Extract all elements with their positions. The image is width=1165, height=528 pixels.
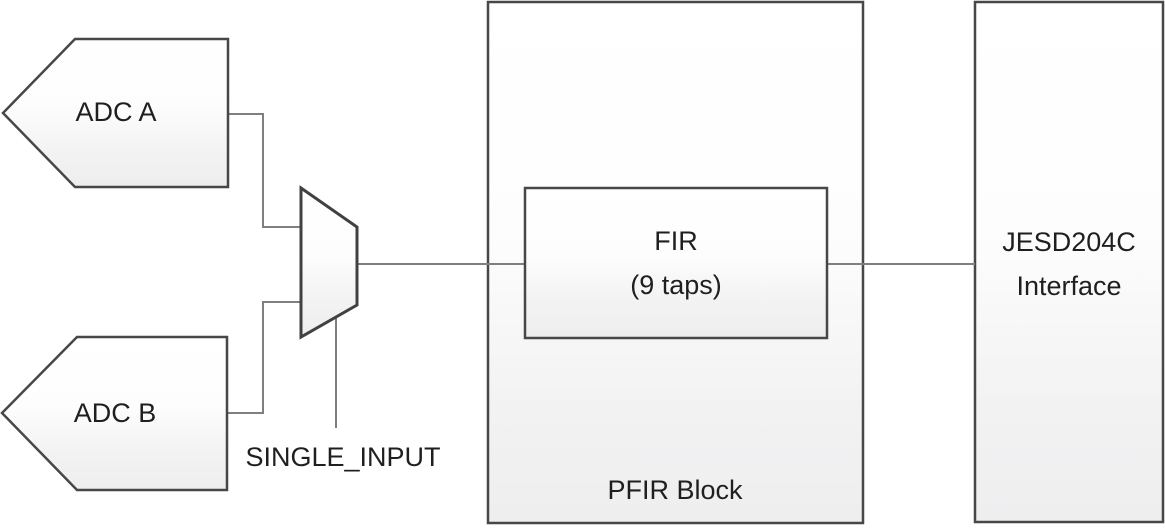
adc-a-label: ADC A: [75, 97, 157, 127]
jesd-label-line2: Interface: [1016, 271, 1122, 301]
pfir-block-label: PFIR Block: [607, 475, 743, 505]
adc-a-shape: [1, 37, 230, 189]
jesd204c-interface-box: [973, 0, 1165, 524]
jesd-label-line1: JESD204C: [1002, 227, 1136, 257]
jesd204c-interface-label: JESD204C Interface: [1002, 220, 1136, 308]
wire-adcb-to-mux: [227, 301, 301, 414]
mux-shape: [299, 185, 359, 340]
fir-label-line1: FIR: [654, 226, 698, 256]
adc-b-shape: [0, 335, 229, 492]
wire-adca-to-mux: [228, 113, 301, 228]
fir-label: FIR (9 taps): [630, 219, 722, 307]
fir-label-line2: (9 taps): [630, 270, 722, 300]
adc-b-label: ADC B: [73, 398, 157, 428]
single-input-label: SINGLE_INPUT: [245, 442, 441, 472]
fir-box: [523, 186, 829, 340]
